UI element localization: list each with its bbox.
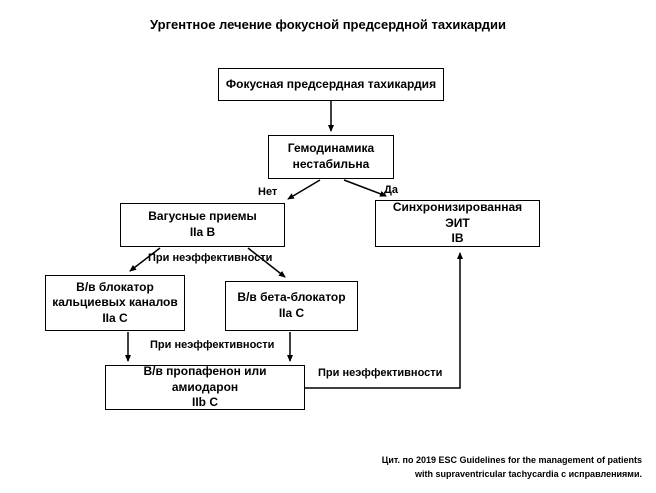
box-iv-propafenone-amiodarone: В/в пропафенон или амиодарон IIb C (105, 364, 305, 410)
edge-label-no: Нет (258, 186, 278, 198)
box-vagal-maneuvers: Вагусные приемы IIa B (120, 203, 285, 247)
box-iv-calcium-channel-blocker-class: IIa C (102, 310, 128, 325)
box-focal-atrial-tachycardia-label: Фокусная предсердная тахикардия (225, 76, 437, 91)
page-title: Ургентное лечение фокусной предсердной т… (150, 17, 506, 32)
box-synchronized-cardioversion-label: Синхронизированная ЭИТ (392, 200, 523, 230)
edge-label-yes: Да (384, 184, 398, 196)
box-iv-beta-blocker-label: В/в бета-блокатор (237, 290, 346, 305)
box-iv-beta-blocker-class: IIa C (278, 306, 305, 320)
arrow-hemodynamics-to-vagal (287, 179, 321, 200)
box-synchronized-cardioversion: Синхронизированная ЭИТ IB (375, 200, 540, 247)
citation: Цит. по 2019 ESC Guidelines for the mana… (382, 454, 642, 481)
box-hemodynamics-unstable-label: Гемодинамика нестабильна (287, 141, 375, 171)
arrow-hemodynamics-to-eit (343, 179, 387, 197)
box-focal-atrial-tachycardia: Фокусная предсердная тахикардия (218, 68, 444, 101)
box-iv-beta-blocker: В/в бета-блокатор IIa C (225, 281, 358, 331)
box-vagal-maneuvers-label: Вагусные приемы (148, 209, 257, 224)
box-iv-propafenone-amiodarone-label: В/в пропафенон или амиодарон (143, 364, 267, 394)
edge-label-if-ineffective-2: При неэффективности (150, 339, 275, 351)
citation-line-2: with supraventricular tachycardia с испр… (415, 468, 642, 479)
box-vagal-maneuvers-class: IIa B (189, 225, 216, 239)
box-iv-calcium-channel-blocker-label: В/в блокатор кальциевых каналов (52, 279, 178, 310)
edge-label-if-ineffective-1: При неэффективности (148, 252, 273, 264)
box-hemodynamics-unstable: Гемодинамика нестабильна (268, 135, 394, 179)
box-iv-calcium-channel-blocker: В/в блокатор кальциевых каналов IIa C (45, 275, 185, 331)
box-synchronized-cardioversion-class: IB (451, 231, 464, 246)
box-iv-propafenone-amiodarone-class: IIb C (192, 395, 218, 410)
edge-label-if-ineffective-3: При неэффективности (318, 367, 443, 379)
citation-line-1: Цит. по 2019 ESC Guidelines for the mana… (381, 455, 642, 465)
